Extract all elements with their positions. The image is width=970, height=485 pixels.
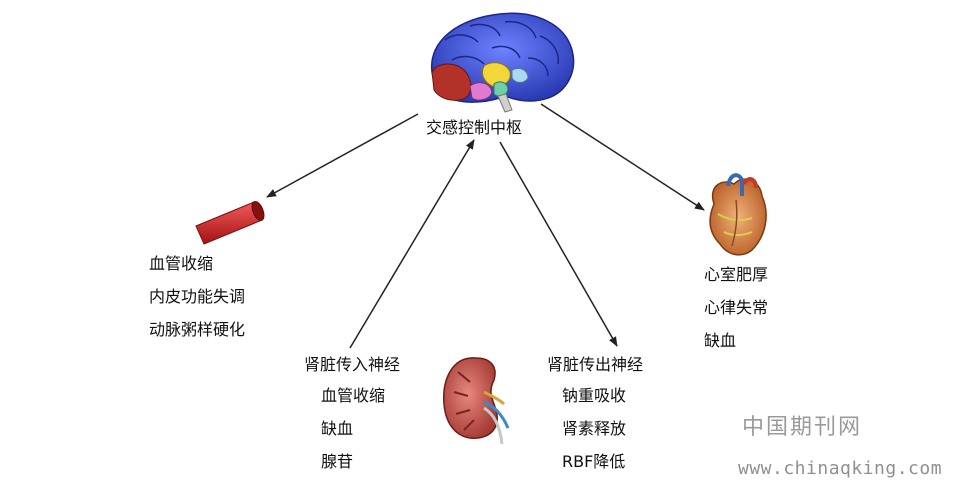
afferent-title: 肾脏传入神经 [304,355,401,374]
afferent-item: 血管收缩 [321,386,386,405]
afferent-list: 血管收缩 缺血 腺苷 [321,386,385,485]
watermark-url: www.chinaqking.com [738,458,943,479]
vessel-effect-item: 动脉粥样硬化 [149,320,246,339]
efferent-title: 肾脏传出神经 [547,355,644,374]
efferent-item: RBF降低 [562,452,626,471]
efferent-list: 钠重吸收 肾素释放 RBF降低 [562,386,626,485]
watermark-name: 中国期刊网 [742,415,863,440]
heart-effect-item: 缺血 [704,331,737,350]
heart-effect-item: 心律失常 [704,298,769,317]
blood-vessel-icon [195,201,265,245]
afferent-item: 腺苷 [321,452,354,471]
efferent-item: 肾素释放 [562,419,627,438]
heart-effect-item: 心室肥厚 [704,265,769,284]
heart-icon [709,173,767,256]
efferent-item: 钠重吸收 [562,386,627,405]
vessel-effects-list: 血管收缩 内皮功能失调 动脉粥样硬化 [149,254,245,353]
arrow-afferent-to-center [349,139,475,349]
arrow-center-to-heart [540,103,705,211]
vessel-effect-item: 内皮功能失调 [149,287,246,306]
brain-icon [431,12,575,113]
arrow-center-to-vessel [266,113,419,198]
afferent-item: 缺血 [321,419,354,438]
heart-effects-list: 心室肥厚 心律失常 缺血 [704,265,768,364]
center-label: 交感控制中枢 [426,118,523,137]
kidney-icon [443,357,510,445]
vessel-effect-item: 血管收缩 [149,254,214,273]
arrow-center-to-efferent [499,141,618,347]
